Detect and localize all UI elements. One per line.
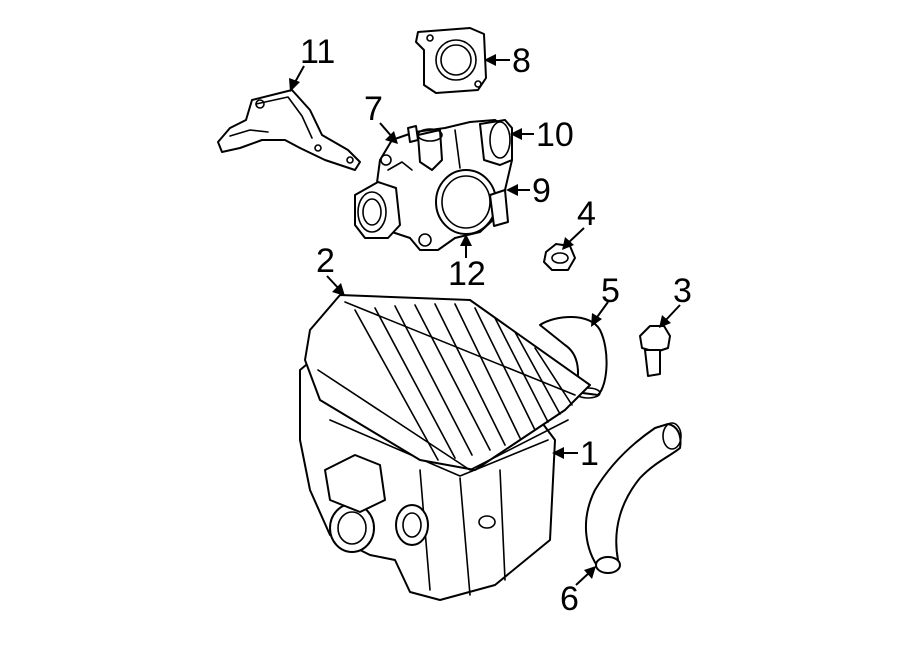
callout-12-label: 12 — [448, 255, 486, 293]
throttle-body — [354, 119, 513, 251]
part-11-bracket — [217, 89, 361, 171]
callout-1-label: 1 — [580, 435, 599, 473]
callout-11: 11 — [289, 33, 335, 92]
callout-1: 1 — [552, 435, 599, 473]
callout-7: 7 — [364, 90, 398, 144]
callout-4: 4 — [562, 195, 596, 250]
callout-2: 2 — [316, 242, 345, 296]
part-4-nut — [543, 243, 576, 271]
callout-3: 3 — [659, 272, 692, 328]
callout-7-label: 7 — [364, 90, 383, 128]
callout-4-label: 4 — [577, 195, 596, 233]
callout-8: 8 — [484, 42, 531, 80]
callout-12: 12 — [448, 234, 486, 293]
callout-8-label: 8 — [512, 42, 531, 80]
callout-10-label: 10 — [536, 116, 574, 154]
part-1-2-air-cleaner — [299, 294, 591, 601]
callout-3-label: 3 — [673, 272, 692, 310]
callout-10: 10 — [510, 116, 574, 154]
callout-5-label: 5 — [601, 272, 620, 310]
callout-6-label: 6 — [560, 580, 579, 618]
part-6-hose — [584, 422, 682, 574]
callout-6: 6 — [560, 566, 596, 618]
callout-9: 9 — [506, 172, 551, 210]
callout-2-label: 2 — [316, 242, 335, 280]
callout-9-label: 9 — [532, 172, 551, 210]
callout-11-label: 11 — [300, 33, 335, 71]
callout-5: 5 — [591, 272, 620, 327]
part-8-gasket — [415, 27, 487, 94]
part-3-bolt — [639, 325, 671, 377]
